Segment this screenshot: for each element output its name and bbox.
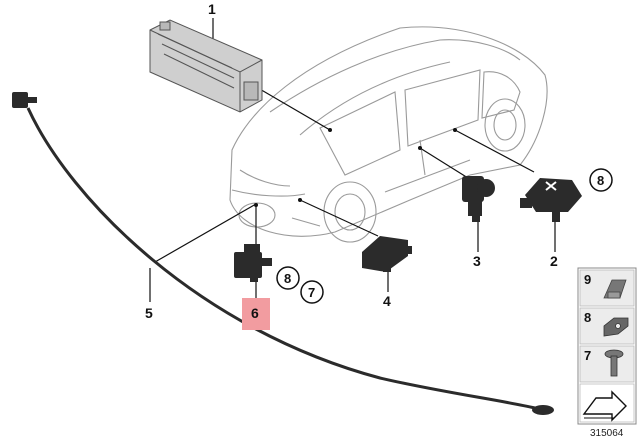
part-label-4: 4	[383, 293, 391, 309]
sensor-part-3	[462, 176, 495, 222]
callout-8-part-6: 8	[276, 266, 300, 290]
sensor-part-4	[362, 236, 412, 272]
diagram-number: 315064	[590, 428, 624, 439]
svg-text:8: 8	[584, 310, 591, 325]
sensor-part-2	[520, 178, 582, 222]
panel-row-7: 7	[579, 345, 635, 383]
svg-text:8: 8	[597, 173, 604, 188]
svg-text:9: 9	[584, 272, 591, 287]
clip-icon	[603, 279, 627, 299]
cable-part-5	[12, 92, 554, 415]
callout-8-part-2: 8	[589, 168, 613, 192]
anchor-dots	[254, 128, 457, 207]
part-label-2: 2	[550, 253, 558, 269]
sensor-part-6	[234, 244, 272, 282]
part-label-5: 5	[145, 305, 153, 321]
panel-row-9: 9	[579, 269, 635, 307]
screw-icon	[604, 349, 624, 377]
leader-lines	[149, 18, 556, 302]
arrow-icon	[582, 390, 627, 422]
small-parts-panel: 9 8 7	[577, 267, 637, 425]
svg-text:8: 8	[284, 271, 291, 286]
svg-text:7: 7	[308, 285, 315, 300]
bracket-icon	[603, 317, 629, 337]
svg-text:7: 7	[584, 348, 591, 363]
callout-7-part-6: 7	[300, 280, 324, 304]
part-6-highlight	[242, 298, 270, 330]
part-label-1: 1	[208, 1, 216, 17]
panel-row-arrow	[579, 383, 635, 423]
part-label-3: 3	[473, 253, 481, 269]
cable-plug-top	[12, 92, 28, 108]
panel-row-8: 8	[579, 307, 635, 345]
part-label-6: 6	[251, 305, 259, 321]
car-outline	[229, 26, 548, 243]
cable-terminal-end	[532, 405, 554, 415]
control-module-part-1	[149, 19, 263, 113]
